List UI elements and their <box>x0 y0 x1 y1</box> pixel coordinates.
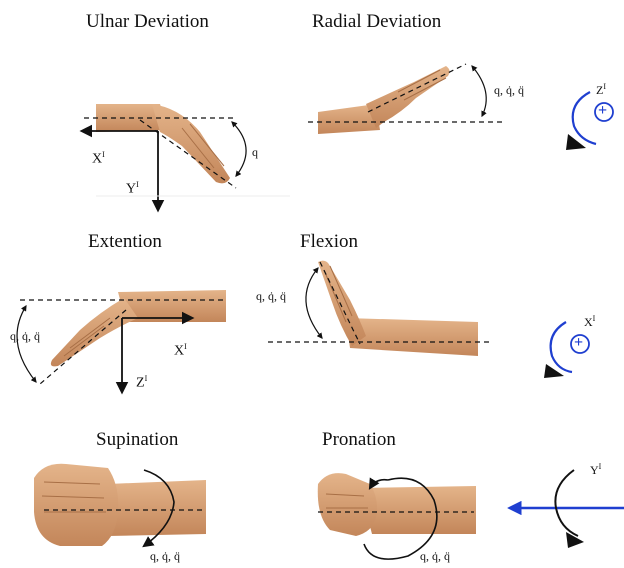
x-axis-rotation-label: XI <box>584 314 596 329</box>
extension-x-axis-label: XI <box>174 342 187 359</box>
x-plus-symbol: + <box>574 334 584 351</box>
pronation-forearm <box>360 486 476 534</box>
flexion-title: Flexion <box>300 231 359 252</box>
radial-deviation-title: Radial Deviation <box>312 11 442 32</box>
pronation-title: Pronation <box>322 429 396 450</box>
y-axis-rotation-label: YI <box>590 462 602 477</box>
extension-z-axis-label: ZI <box>136 374 148 391</box>
extension-hand <box>50 298 138 367</box>
ulnar-y-axis-label: YI <box>126 180 139 197</box>
extension-angle-label: q, q̇, q̈ <box>10 329 40 343</box>
z-axis-label: ZI <box>596 82 607 97</box>
flexion-forearm <box>346 318 478 356</box>
supination-title: Supination <box>96 429 179 450</box>
ulnar-hand <box>152 104 230 184</box>
supination-forearm <box>108 480 206 536</box>
flexion-panel <box>268 260 490 356</box>
ulnar-deviation-title: Ulnar Deviation <box>86 11 209 32</box>
radial-hand <box>366 66 450 128</box>
pronation-panel <box>317 473 476 560</box>
radial-deviation-panel <box>308 63 502 134</box>
rotation-symbol-y <box>507 469 624 548</box>
supination-angle-label: q, q̇, q̈ <box>150 549 180 563</box>
radial-forearm <box>318 104 380 134</box>
supination-panel <box>34 463 206 548</box>
ulnar-angle-label: q <box>252 145 258 159</box>
extension-forearm <box>118 290 226 322</box>
rotation-symbol-z <box>566 91 614 150</box>
pronation-hand <box>317 473 378 536</box>
ulnar-x-axis-label: XI <box>92 150 105 167</box>
extension-panel <box>16 290 226 395</box>
z-plus-symbol: + <box>598 102 608 119</box>
ulnar-deviation-panel <box>79 104 290 213</box>
rotation-symbol-x <box>544 321 590 378</box>
supination-fist <box>34 463 119 546</box>
radial-angle-label: q, q̇, q̈ <box>494 83 524 97</box>
extension-title: Extention <box>88 231 162 252</box>
pronation-angle-label: q, q̇, q̈ <box>420 549 450 563</box>
flexion-angle-label: q, q̇, q̈ <box>256 289 286 303</box>
